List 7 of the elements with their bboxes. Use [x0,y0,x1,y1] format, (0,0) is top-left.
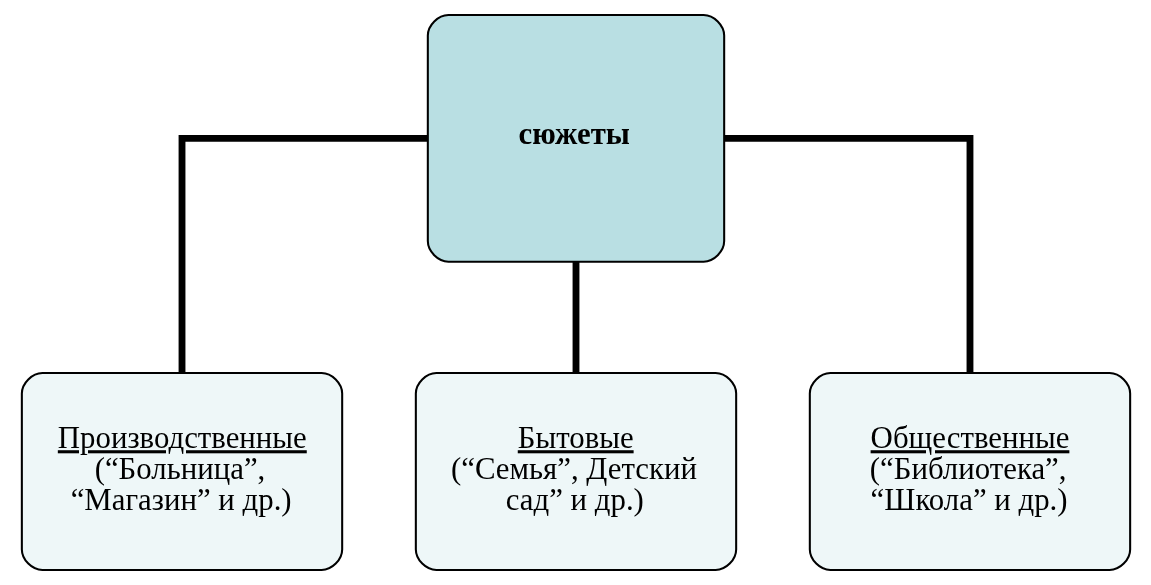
node-box: Производственные (“Больница”, “Магазин” и др.) [20,372,343,572]
node-box: Общественные (“Библиотека”, “Школа” и др.) [808,372,1131,572]
node-box: сюжеты [426,13,725,263]
connector [572,261,579,373]
node-box: Бытовые (“Семья”, Детский сад” и др.) [414,372,737,572]
connector [723,134,973,373]
connector [178,134,428,373]
